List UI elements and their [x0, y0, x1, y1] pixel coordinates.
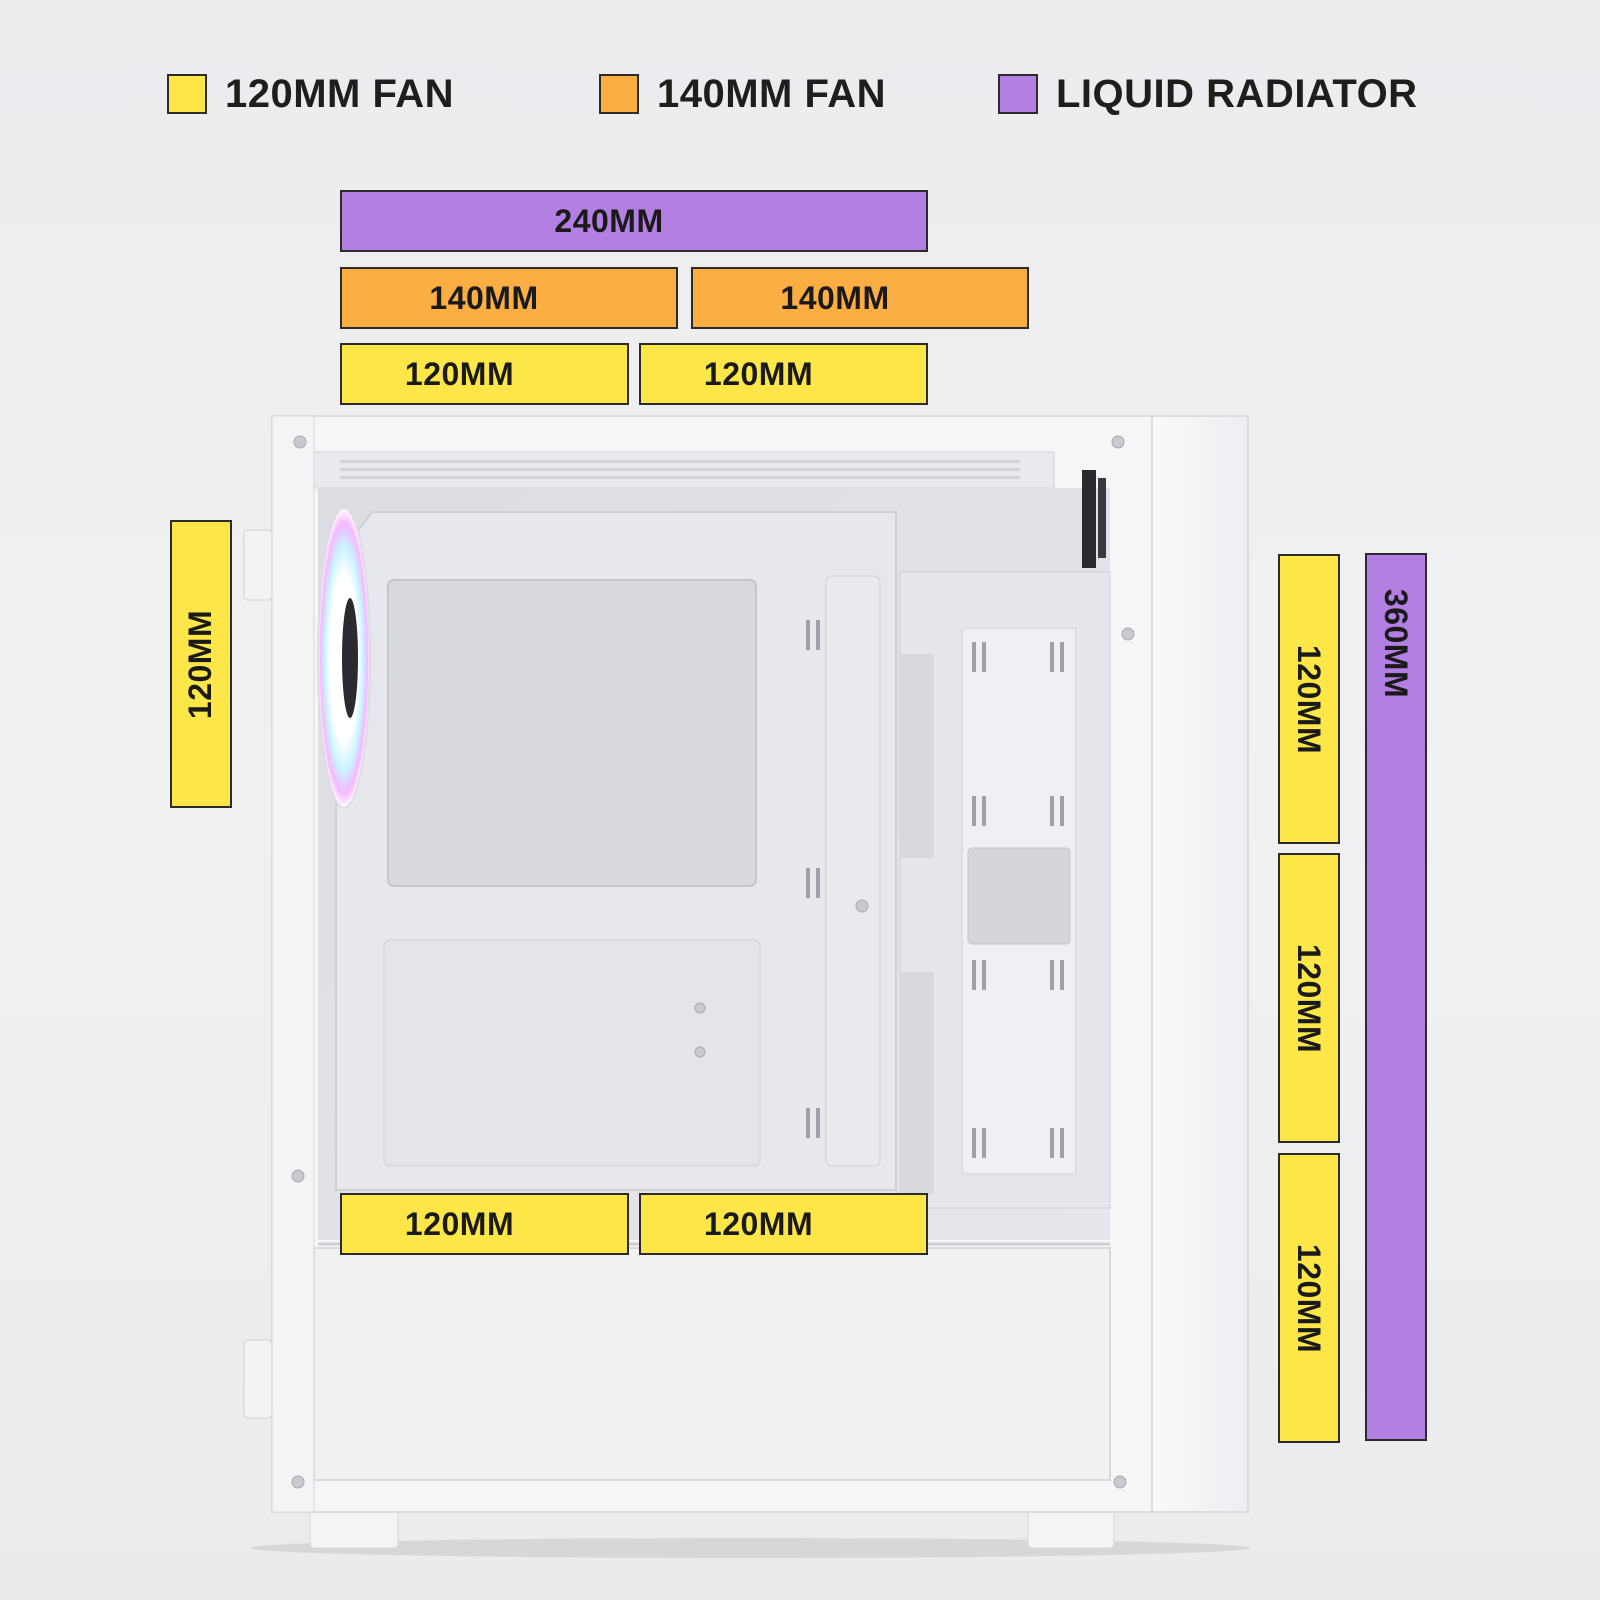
top-fan-140mm-b: 140MM: [691, 267, 1029, 329]
rear-fan-120mm: 120MM: [170, 520, 232, 808]
rear-bracket-2: [243, 1339, 273, 1419]
bar-label: 120MM: [182, 609, 219, 719]
front-panel: [1151, 415, 1249, 1513]
bar-label: 120MM: [703, 1205, 814, 1242]
front-fan-120mm-b: 120MM: [1278, 853, 1340, 1143]
case-foot-left: [309, 1509, 399, 1549]
case-foot-right: [1027, 1509, 1115, 1549]
bar-label: 120MM: [404, 1205, 515, 1242]
lower-plate: [383, 939, 761, 1167]
cable-column: [825, 575, 881, 1167]
legend-swatch-orange: [599, 74, 639, 114]
legend-140mm-fan: 140MM FAN: [599, 72, 886, 116]
legend-120mm-fan: 120MM FAN: [167, 72, 454, 116]
rear-bracket: [243, 529, 273, 601]
top-fan-140mm-a: 140MM: [340, 267, 678, 329]
legend-swatch-yellow: [167, 74, 207, 114]
legend-label: 140MM FAN: [657, 71, 886, 116]
bar-label: 240MM: [554, 202, 664, 239]
bar-label: 120MM: [404, 355, 515, 392]
psu-shroud: [313, 1247, 1111, 1481]
legend-swatch-purple: [998, 74, 1038, 114]
cpu-cutout: [387, 579, 757, 887]
cable-slots: [806, 620, 820, 1138]
bar-label: 120MM: [703, 355, 814, 392]
legend-label: LIQUID RADIATOR: [1056, 71, 1418, 116]
legend-label: 120MM FAN: [225, 71, 454, 116]
io-cable-2: [1098, 478, 1106, 558]
drive-slots: [972, 642, 1064, 1158]
top-fan-120mm-b: 120MM: [639, 343, 928, 405]
bottom-fan-120mm-b: 120MM: [639, 1193, 928, 1255]
side-slot-upper: [900, 654, 934, 858]
bar-label: 360MM: [1378, 588, 1415, 699]
bar-label: 140MM: [429, 279, 539, 316]
screws: [291, 435, 1135, 1489]
io-cable: [1082, 470, 1096, 568]
front-fan-120mm-a: 120MM: [1278, 554, 1340, 844]
drive-cutout: [967, 847, 1071, 945]
rear-edge: [271, 415, 315, 1513]
bar-label: 140MM: [780, 279, 890, 316]
side-slot-lower: [900, 972, 934, 1194]
top-fan-120mm-a: 120MM: [340, 343, 629, 405]
bar-label: 120MM: [1291, 943, 1328, 1053]
bar-label: 120MM: [1291, 1243, 1328, 1353]
top-radiator-240mm: 240MM: [340, 190, 928, 252]
floor-shadow: [250, 1538, 1250, 1558]
rear-fan-hub: [342, 598, 358, 718]
front-radiator-360mm: 360MM: [1365, 553, 1427, 1441]
legend-liquid-radiator: LIQUID RADIATOR: [998, 72, 1418, 116]
bottom-fan-120mm-a: 120MM: [340, 1193, 629, 1255]
bar-label: 120MM: [1291, 644, 1328, 754]
top-mesh-holes: [340, 460, 1020, 479]
front-fan-120mm-c: 120MM: [1278, 1153, 1340, 1443]
